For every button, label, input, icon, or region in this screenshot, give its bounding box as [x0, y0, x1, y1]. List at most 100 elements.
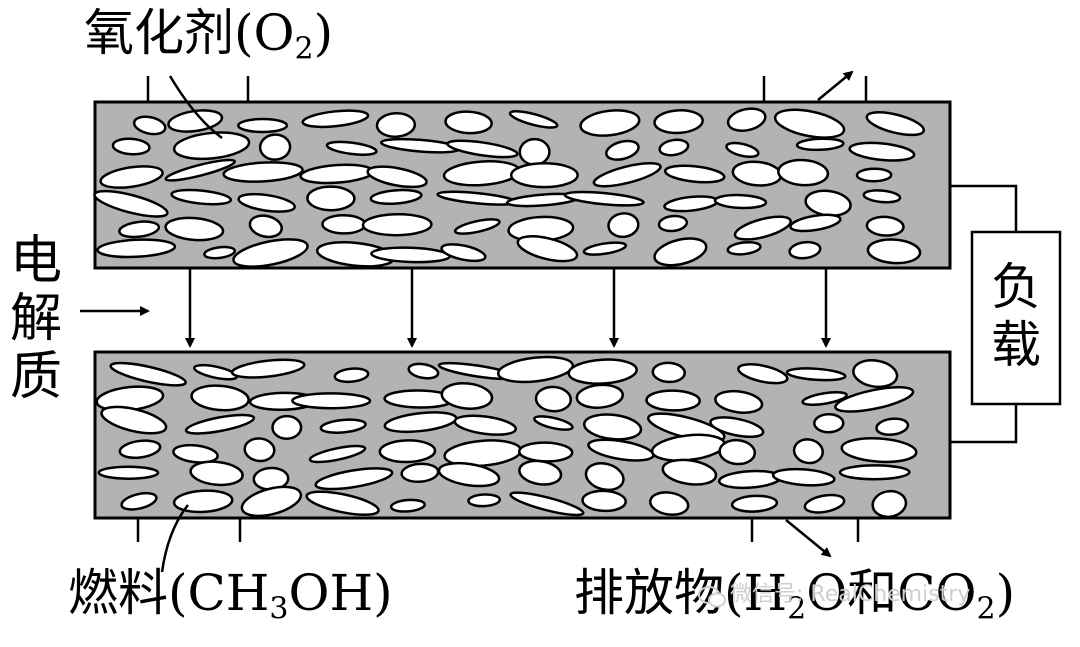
- pore: [785, 367, 847, 382]
- pore: [871, 489, 908, 519]
- pore: [865, 111, 926, 137]
- pore: [172, 443, 219, 464]
- pore: [865, 215, 905, 237]
- pore: [789, 213, 842, 233]
- pore: [866, 238, 922, 265]
- pore: [726, 240, 762, 256]
- pore: [237, 117, 289, 134]
- pore: [308, 444, 367, 464]
- pore: [271, 414, 303, 440]
- pore: [453, 414, 518, 436]
- pore: [306, 185, 356, 212]
- pore: [305, 490, 380, 516]
- pore: [230, 358, 306, 379]
- fuel-leader-line: [160, 504, 189, 573]
- pore: [848, 141, 916, 162]
- oxidant-label: 氧化剂(O2): [84, 4, 334, 67]
- pore: [663, 164, 726, 184]
- pore: [773, 108, 846, 139]
- pore: [605, 139, 640, 161]
- pore: [453, 218, 501, 235]
- pore: [172, 131, 251, 161]
- electrolyte-label: 电 解 质: [9, 231, 62, 407]
- pore: [725, 141, 760, 159]
- pore: [164, 158, 237, 182]
- pore: [203, 245, 237, 260]
- pore: [518, 459, 563, 486]
- pore: [118, 220, 161, 239]
- pore: [184, 413, 256, 435]
- pore: [301, 109, 370, 129]
- pore: [118, 439, 162, 460]
- pore: [111, 137, 151, 156]
- pore: [97, 465, 160, 480]
- pore: [607, 212, 640, 239]
- pore: [648, 491, 690, 516]
- pore: [237, 192, 296, 213]
- pore: [795, 137, 845, 152]
- bottom-electrode: [93, 350, 952, 520]
- pore: [592, 161, 662, 188]
- top-electrode: [93, 100, 952, 270]
- pore: [792, 438, 824, 465]
- pore: [164, 216, 225, 242]
- pore: [325, 140, 378, 156]
- pore: [467, 493, 502, 508]
- pore: [93, 189, 169, 218]
- external-circuit: [950, 184, 1062, 444]
- ion-flow-arrows: [185, 268, 831, 348]
- pore: [651, 361, 687, 384]
- pore: [730, 494, 779, 513]
- pore: [653, 237, 708, 267]
- pore: [517, 441, 574, 463]
- pore: [838, 464, 911, 481]
- pore: [777, 158, 830, 187]
- pore: [496, 355, 575, 384]
- pore: [258, 133, 292, 161]
- pore: [509, 491, 585, 517]
- pore: [444, 110, 493, 135]
- pore: [788, 240, 822, 260]
- pore: [172, 489, 234, 514]
- load-label: 负 载: [991, 258, 1041, 374]
- pore: [109, 361, 187, 387]
- pore: [567, 358, 638, 385]
- circuit-wire-bottom: [950, 404, 1018, 444]
- pore: [248, 214, 283, 239]
- pore: [582, 241, 628, 256]
- pore: [875, 417, 910, 437]
- pore: [579, 109, 641, 137]
- top-electrode-pores: [93, 107, 926, 268]
- pore: [333, 367, 370, 384]
- pore: [726, 107, 767, 132]
- pore: [840, 437, 918, 464]
- pore: [657, 214, 689, 233]
- pore: [714, 389, 764, 414]
- pore: [440, 382, 494, 410]
- wechat-icon: [698, 586, 726, 608]
- pore: [508, 110, 559, 129]
- pore: [120, 491, 158, 511]
- pore: [389, 498, 426, 513]
- pore: [516, 235, 579, 263]
- pore: [709, 416, 765, 439]
- pore: [855, 167, 893, 183]
- pore: [813, 412, 845, 434]
- pore: [834, 386, 915, 413]
- pore: [534, 385, 573, 413]
- pore: [862, 189, 902, 204]
- pore: [240, 485, 303, 518]
- load-box: [970, 230, 1062, 406]
- pore: [170, 188, 233, 206]
- pore: [361, 212, 433, 237]
- pore: [132, 115, 167, 136]
- fuel-label: 燃料(CH3OH): [68, 564, 393, 627]
- pore: [369, 188, 423, 206]
- pore: [575, 383, 624, 409]
- pore: [584, 462, 625, 492]
- circuit-wire-top: [950, 184, 1018, 232]
- pipe-stubs: [136, 76, 868, 542]
- pore: [189, 460, 244, 487]
- pore: [737, 363, 789, 385]
- pore: [801, 390, 848, 407]
